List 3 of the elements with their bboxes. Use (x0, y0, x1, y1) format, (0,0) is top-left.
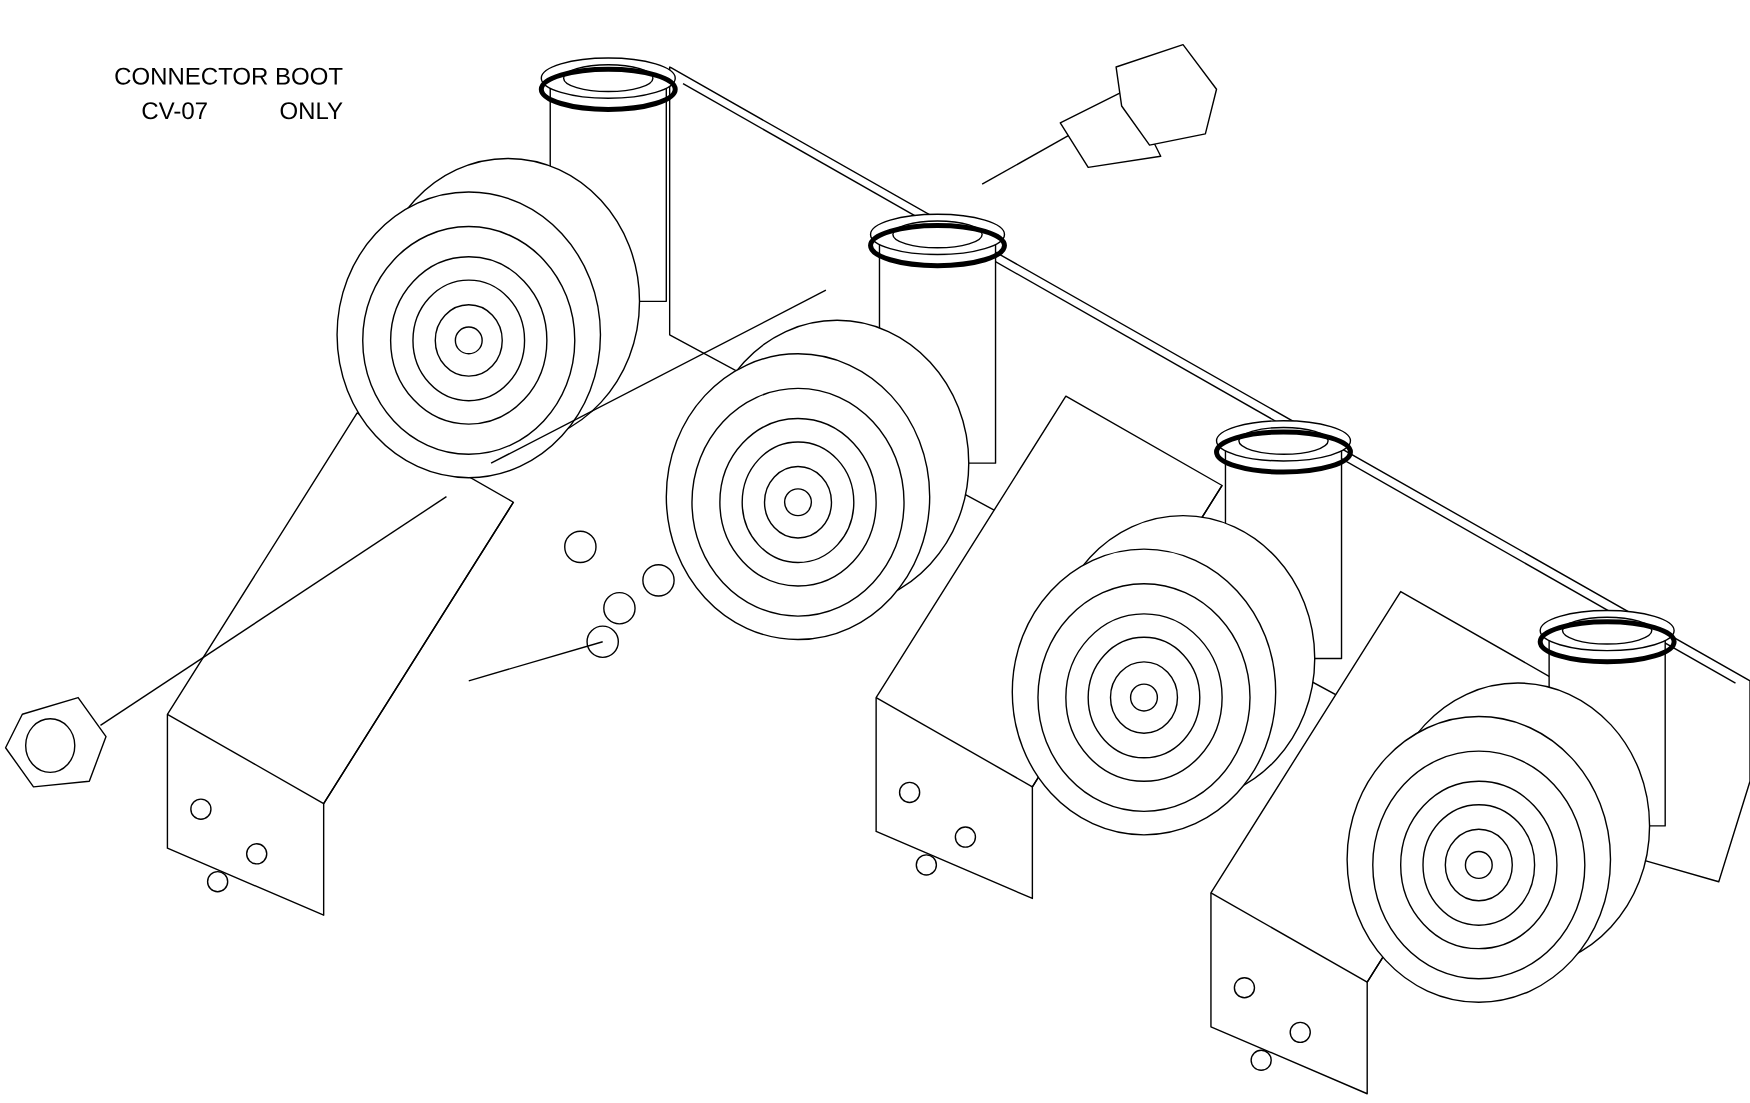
note-text: CONNECTOR BOOT (115, 67, 343, 85)
note-text: CV-07 (142, 102, 207, 120)
note-text: ONLY (280, 102, 343, 120)
